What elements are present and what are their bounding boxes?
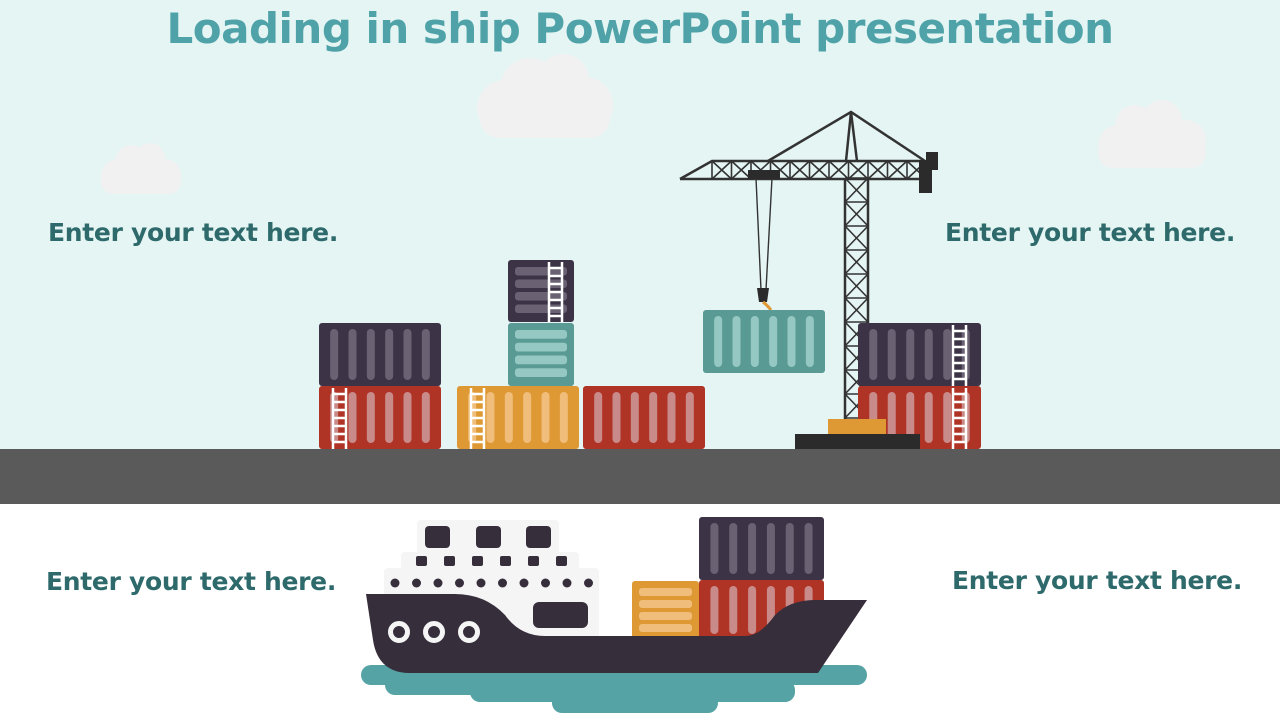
slide-title: Loading in ship PowerPoint presentation [166,4,1114,53]
ladder-icon [331,388,348,449]
dark-container [858,323,981,386]
text-placeholder-bottom-right[interactable]: Enter your text here. [952,566,1243,595]
cloud-icon [477,54,613,138]
text-placeholder-top-left[interactable]: Enter your text here. [48,218,339,247]
red-container [319,386,441,449]
ladder-icon [547,262,564,322]
ladder-icon [951,388,968,449]
dark-container [508,260,574,322]
ship-window [533,602,588,628]
text-placeholder-bottom-left[interactable]: Enter your text here. [46,567,337,596]
ship-hull [366,594,867,673]
teal-container [703,310,825,373]
ladder-icon [951,325,968,386]
water [361,665,867,713]
dark-container [699,517,824,580]
text-placeholder-top-right[interactable]: Enter your text here. [945,218,1236,247]
crane-foundation [795,434,920,449]
ladder-icon [469,388,486,449]
orange-container [632,581,699,641]
ship-window [476,526,501,548]
cloud-icon [1098,100,1206,168]
sky-background [0,0,1280,449]
ship-window [526,526,551,548]
ship-window [425,526,450,548]
crane-trolley [748,170,780,179]
teal-container [508,323,574,386]
dock-ground [0,449,1280,504]
crane-base [828,419,886,435]
orange-container [457,386,579,449]
cloud-icon [101,143,181,194]
ship [361,517,867,713]
red-container [858,386,981,449]
crane-hook-icon [757,288,769,302]
dark-container [319,323,441,386]
porthole-icons [388,621,480,643]
red-container [583,386,705,449]
